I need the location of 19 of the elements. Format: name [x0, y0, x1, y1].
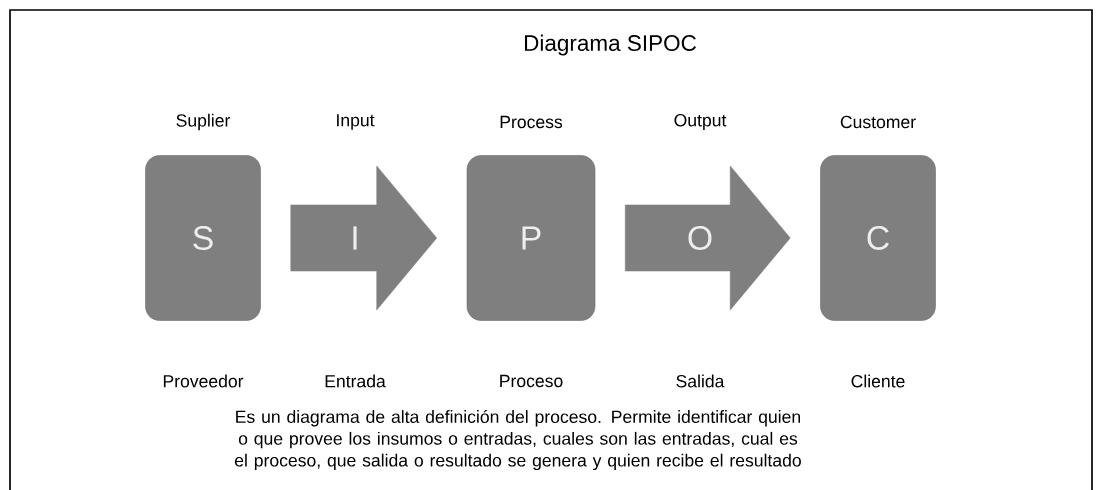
process-box: S: [145, 155, 261, 321]
subheading: Cliente: [851, 374, 905, 388]
block-arrow: [625, 165, 791, 311]
heading: Suplier: [176, 113, 231, 131]
title: Diagrama SIPOC: [525, 34, 696, 56]
subheading: Proveedor: [163, 374, 244, 388]
subheading: Proceso: [500, 374, 563, 388]
label: Output: [674, 114, 727, 130]
label: Input: [337, 114, 375, 130]
caption: Es un diagrama de alta definición del proceso. Permite identificar quien o que provee los insumos o entradas, cuales son las entradas, cual es el proceso, que salida o resultado se genera y quien recibe el resultado: [235, 409, 801, 471]
process-box: C: [820, 155, 936, 321]
heading: Customer: [840, 115, 916, 129]
heading: Process: [500, 115, 563, 129]
label: Salida: [676, 374, 725, 388]
edge-label: I: [353, 226, 357, 250]
block-arrow: [290, 165, 437, 311]
label: Entrada: [325, 374, 386, 388]
edge-label: O: [688, 226, 712, 250]
process-box: P: [466, 155, 596, 321]
